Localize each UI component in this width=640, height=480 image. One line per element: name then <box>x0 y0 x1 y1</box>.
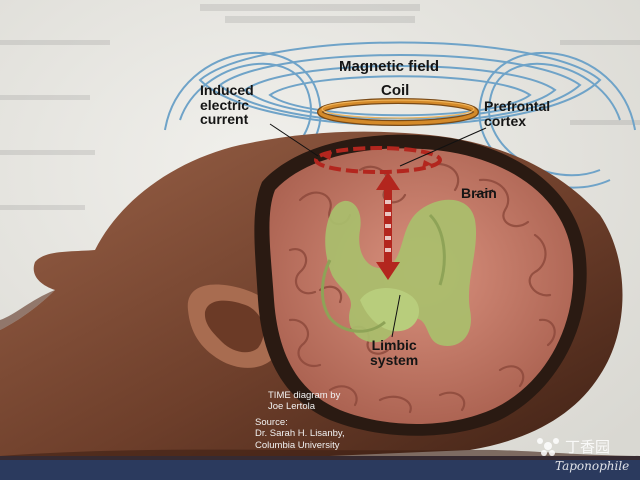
credit-source-line-1: Source: <box>255 417 288 428</box>
bleed-through-text <box>0 4 640 210</box>
credit-source: Source: Dr. Sarah H. Lisanby, Columbia U… <box>255 417 345 451</box>
label-prefrontal-line-1: Prefrontal <box>484 98 551 114</box>
watermark-cn: 丁香园 <box>565 438 611 456</box>
credit-diagram: TIME diagram by Joe Lertola <box>268 390 340 413</box>
limbic-system <box>321 199 477 346</box>
label-prefrontal-cortex: Prefrontal cortex <box>484 99 550 128</box>
credit-diagram-line-1: TIME diagram by <box>268 390 341 401</box>
leader-lines <box>269 123 494 338</box>
label-coil: Coil <box>381 82 410 99</box>
coil <box>317 98 479 126</box>
label-limbic-line-2: system <box>370 351 419 368</box>
credit-source-line-2: Dr. Sarah H. Lisanby, <box>255 428 345 440</box>
label-limbic-line-1: Limbic <box>371 337 417 353</box>
induced-current-loop <box>314 146 442 174</box>
watermark-en: Taponophile <box>555 459 630 473</box>
watermark-logo-icon <box>537 438 559 456</box>
label-brain: Brain <box>461 185 497 201</box>
stimulation-arrow <box>376 172 400 280</box>
label-magnetic-field: Magnetic field <box>339 58 440 75</box>
label-induced-line-3: current <box>200 111 249 128</box>
face-shadow <box>0 290 55 330</box>
label-induced-line-2: electric <box>200 96 250 113</box>
label-induced-electric-current: Induced electric current <box>200 83 254 127</box>
label-limbic-system: Limbic system <box>370 338 418 367</box>
label-prefrontal-line-2: cortex <box>484 112 527 129</box>
credit-source-line-3: Columbia University <box>255 439 340 451</box>
label-induced-line-1: Induced <box>200 82 254 98</box>
credit-diagram-line-2: Joe Lertola <box>268 401 316 413</box>
